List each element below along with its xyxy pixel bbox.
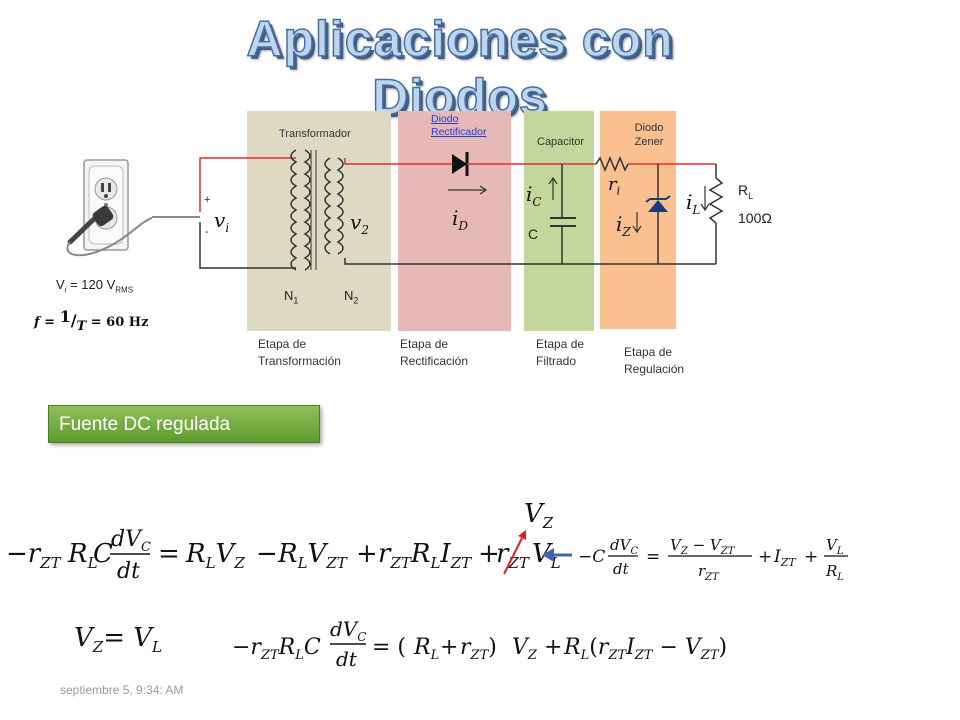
svg-text:RL(rZTIZT − VZT): RL(rZTIZT − VZT) — [563, 635, 727, 663]
svg-text:−rZT: −rZT — [6, 539, 62, 572]
rl-value: 100Ω — [738, 210, 772, 226]
wall-outlet-icon — [83, 159, 129, 251]
svg-text:rZTRLIZT: rZTRLIZT — [378, 539, 472, 572]
frequency-formula: f = 1/T = 60 Hz — [34, 307, 149, 334]
svg-text:dVC: dVC — [111, 527, 151, 555]
rectification-stage-caption: Etapa de Rectificación — [400, 337, 469, 368]
rectifier-diode-link[interactable]: Diodo Rectificador — [431, 113, 487, 138]
vi-minus-sign: - — [205, 226, 209, 238]
primary-coil — [290, 149, 311, 271]
equation-1: −rZT RL C dVC dt = RLVZ − RLVZT + rZTRLI… — [6, 527, 561, 584]
eq1-lhs-prefix: −r — [6, 539, 42, 569]
il-label: iL — [686, 190, 701, 217]
circuit-diagram — [66, 149, 724, 271]
svg-text:dVC: dVC — [330, 617, 366, 644]
power-plug-icon — [66, 205, 153, 257]
svg-text:VZ: VZ — [512, 635, 538, 663]
transformer-stage-panel — [247, 111, 391, 331]
transformer-header: Transformador — [279, 128, 351, 140]
capacitor-header: Capacitor — [537, 136, 585, 148]
zener-header: Diodo Zener — [634, 122, 664, 148]
regulation-stage-caption: Etapa de Regulación — [624, 345, 685, 376]
slide-title: Aplicaciones con Diodos — [246, 10, 674, 126]
svg-text:VL: VL — [826, 536, 844, 557]
svg-text:RL: RL — [825, 562, 844, 583]
svg-text:VZ − VZT: VZ − VZT — [670, 536, 736, 557]
svg-text:dt: dt — [117, 559, 140, 584]
v2-label: v2 — [350, 210, 369, 237]
regulator-stage-panel — [600, 111, 676, 329]
slide-footer-date: septiembre 5, 9:34: AM — [60, 683, 184, 697]
svg-text:+: + — [356, 539, 378, 569]
svg-text:−rZTRLC: −rZTRLC — [232, 635, 321, 663]
svg-text:+: + — [758, 547, 772, 567]
vi-plus-sign: + — [204, 194, 211, 206]
filter-stage-caption: Etapa de Filtrado — [536, 337, 585, 368]
vz-replacement-label: VZ — [524, 499, 554, 532]
rectifier-stage-panel — [398, 111, 511, 331]
svg-text:dVC: dVC — [610, 536, 638, 557]
capacitor-c-label: C — [528, 226, 539, 242]
svg-text:−: − — [256, 539, 278, 569]
source-voltage-label: Vi = 120 VRMS — [56, 277, 134, 295]
svg-text:C: C — [93, 539, 113, 569]
svg-text:dt: dt — [336, 647, 358, 671]
transformation-stage-caption: Etapa de Transformación — [258, 337, 341, 368]
equation-3: VZ= VL — [74, 623, 162, 656]
n1-label: N1 — [284, 288, 299, 306]
iz-label: iZ — [616, 212, 631, 239]
n2-label: N2 — [344, 288, 359, 306]
equation-4: −rZTRLC dVC dt = ( RL + rZT) VZ + RL(rZT… — [232, 617, 727, 671]
svg-text:VZ= VL: VZ= VL — [74, 623, 162, 656]
ic-label: iC — [526, 182, 542, 209]
svg-text:rZT): rZT) — [460, 635, 497, 663]
svg-text:+: + — [544, 635, 562, 660]
svg-text:RLVZ: RLVZ — [185, 539, 245, 572]
svg-text:= (: = ( — [372, 635, 406, 660]
vi-label: vi — [214, 208, 230, 235]
svg-text:RLVZT: RLVZT — [277, 539, 348, 572]
svg-text:+: + — [440, 635, 458, 660]
rectifier-diode-symbol — [452, 152, 469, 176]
svg-text:−C: −C — [578, 547, 605, 567]
id-label: iD — [452, 206, 469, 233]
svg-text:dt: dt — [613, 560, 630, 578]
equation-2: −C dVC dt = VZ − VZT rZT + IZT + VL RL — [578, 536, 848, 583]
svg-text:IZT: IZT — [773, 547, 797, 569]
svg-text:rZT: rZT — [698, 562, 720, 583]
svg-text:=: = — [158, 539, 180, 569]
regulated-dc-source-banner: Fuente DC regulada — [48, 405, 320, 443]
svg-text:RL: RL — [413, 635, 439, 663]
rl-label: RL — [738, 182, 754, 201]
svg-text:+: + — [478, 539, 500, 569]
filter-stage-panel — [524, 111, 594, 331]
svg-text:+: + — [804, 547, 818, 567]
ri-label: ri — [608, 174, 621, 198]
svg-text:=: = — [646, 547, 660, 567]
equations: −rZT RL C dVC dt = RLVZ − RLVZT + rZTRLI… — [6, 499, 848, 671]
secondary-coil — [324, 157, 344, 255]
